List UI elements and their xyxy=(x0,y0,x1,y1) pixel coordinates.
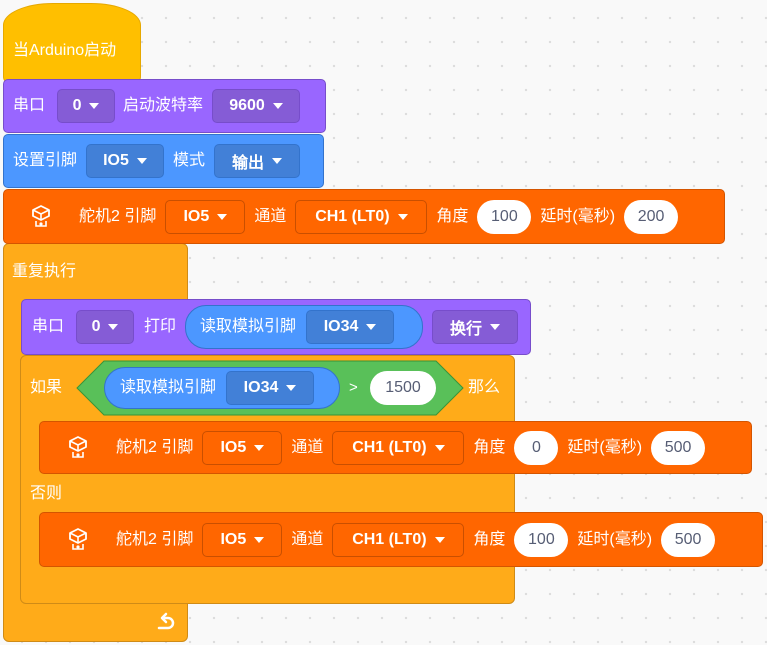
caret-down-icon xyxy=(286,385,297,391)
servo-channel-dropdown[interactable]: CH1 (LT0) xyxy=(332,430,465,465)
operator-symbol: > xyxy=(349,379,358,396)
delay-label: 延时(毫秒) xyxy=(540,207,616,225)
serial-print-port-dropdown[interactable]: 0 xyxy=(76,310,135,344)
caret-down-icon xyxy=(217,213,228,220)
serial-begin-block[interactable]: 串口 0 启动波特率 9600 xyxy=(3,79,326,133)
angle-label: 角度 xyxy=(473,438,506,456)
caret-down-icon xyxy=(434,536,445,543)
angle-label: 角度 xyxy=(473,530,506,548)
channel-label: 通道 xyxy=(254,207,287,225)
serial-port-dropdown[interactable]: 0 xyxy=(57,89,116,123)
caret-down-icon xyxy=(254,444,265,451)
read-analog-label: 读取模拟引脚 xyxy=(200,318,297,335)
angle-label: 角度 xyxy=(436,207,469,225)
caret-down-icon xyxy=(490,324,501,330)
arduino-start-hat[interactable] xyxy=(3,3,141,83)
delay-label: 延时(毫秒) xyxy=(567,438,643,456)
servo-angle-input[interactable]: 100 xyxy=(514,522,569,557)
baud-rate-dropdown[interactable]: 9600 xyxy=(212,89,301,123)
caret-down-icon xyxy=(254,536,265,543)
set-pin-mode-block[interactable]: 设置引脚 IO5 模式 输出 xyxy=(3,134,324,188)
then-label: 那么 xyxy=(468,379,501,396)
servo-pin-dropdown[interactable]: IO5 xyxy=(165,199,246,234)
servo-label: 舵机2 引脚 xyxy=(116,438,194,456)
servo-angle-input[interactable]: 0 xyxy=(514,430,559,465)
serial-label: 串口 xyxy=(13,97,46,114)
cond-pin-dropdown[interactable]: IO34 xyxy=(226,371,315,405)
servo-channel-dropdown[interactable]: CH1 (LT0) xyxy=(332,522,465,557)
serial-print-block[interactable]: 串口 0 打印 读取模拟引脚 IO34 换行 xyxy=(21,299,531,355)
servo-label: 舵机2 引脚 xyxy=(116,530,194,548)
caret-down-icon xyxy=(136,158,147,164)
mode-label: 模式 xyxy=(173,152,206,169)
set-pin-label: 设置引脚 xyxy=(13,152,78,169)
print-label: 打印 xyxy=(144,318,177,335)
channel-label: 通道 xyxy=(291,530,324,548)
servo-delay-input[interactable]: 500 xyxy=(661,522,716,557)
read-analog-label: 读取模拟引脚 xyxy=(120,379,217,396)
servo-block-else[interactable]: 舵机2 引脚 IO5 通道 CH1 (LT0) 角度 100 延时(毫秒) 50… xyxy=(39,512,763,567)
caret-down-icon xyxy=(272,103,283,109)
caret-down-icon xyxy=(434,444,445,451)
servo-motor-icon xyxy=(65,435,91,461)
pin-dropdown[interactable]: IO5 xyxy=(86,144,165,178)
forever-label: 重复执行 xyxy=(12,263,77,280)
hat-label: 当Arduino启动 xyxy=(13,42,117,59)
else-label: 否则 xyxy=(30,485,63,502)
loop-arrow-icon xyxy=(155,612,177,634)
servo-motor-icon xyxy=(28,204,54,230)
newline-dropdown[interactable]: 换行 xyxy=(432,310,519,344)
read-analog-reporter-print[interactable]: 读取模拟引脚 IO34 xyxy=(185,305,424,349)
servo-label: 舵机2 引脚 xyxy=(79,207,157,225)
print-pin-dropdown[interactable]: IO34 xyxy=(306,310,395,344)
read-analog-reporter-condition[interactable]: 读取模拟引脚 IO34 xyxy=(104,367,340,409)
servo-motor-icon xyxy=(65,527,91,553)
servo-pin-dropdown[interactable]: IO5 xyxy=(202,522,283,557)
servo-pin-dropdown[interactable]: IO5 xyxy=(202,430,283,465)
servo-angle-input[interactable]: 100 xyxy=(477,199,532,234)
if-label: 如果 xyxy=(30,379,63,396)
delay-label: 延时(毫秒) xyxy=(577,530,653,548)
threshold-input[interactable]: 1500 xyxy=(370,371,436,405)
caret-down-icon xyxy=(272,158,283,164)
servo-block-setup[interactable]: 舵机2 引脚 IO5 通道 CH1 (LT0) 角度 100 延时(毫秒) 20… xyxy=(3,189,725,244)
baud-label: 启动波特率 xyxy=(123,97,204,114)
servo-delay-input[interactable]: 500 xyxy=(651,430,706,465)
serial-print-label: 串口 xyxy=(32,318,65,335)
mode-dropdown[interactable]: 输出 xyxy=(214,144,301,178)
servo-channel-dropdown[interactable]: CH1 (LT0) xyxy=(295,199,428,234)
channel-label: 通道 xyxy=(291,438,324,456)
caret-down-icon xyxy=(397,213,408,220)
servo-delay-input[interactable]: 200 xyxy=(624,199,679,234)
caret-down-icon xyxy=(108,324,119,330)
caret-down-icon xyxy=(89,103,100,109)
caret-down-icon xyxy=(366,324,377,330)
servo-block-if[interactable]: 舵机2 引脚 IO5 通道 CH1 (LT0) 角度 0 延时(毫秒) 500 xyxy=(39,421,752,474)
